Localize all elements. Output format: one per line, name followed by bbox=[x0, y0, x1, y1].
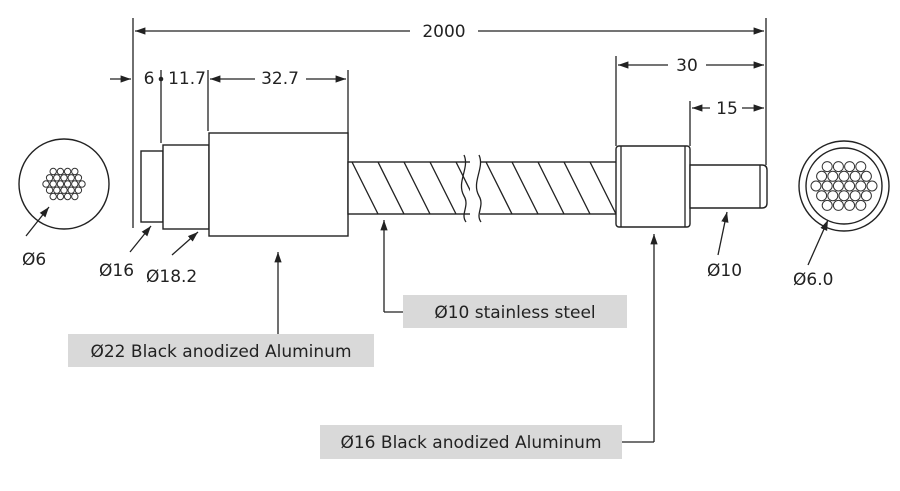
right-collar-material-text: Ø16 Black anodized Aluminum bbox=[340, 433, 601, 453]
fiber-strand bbox=[838, 170, 850, 182]
right-fiber-bundle bbox=[810, 161, 878, 211]
fiber-strand bbox=[74, 174, 83, 182]
fiber-strand bbox=[844, 180, 856, 192]
break-line-right bbox=[475, 154, 482, 223]
fiber-strand bbox=[45, 174, 54, 182]
fiber-strand bbox=[844, 161, 856, 173]
right-end-view: Ø6.0 bbox=[793, 140, 890, 290]
threaded-rod-left bbox=[347, 161, 473, 215]
right-bundle-diameter-text: Ø6.0 bbox=[793, 270, 833, 290]
fiber-strand bbox=[844, 199, 856, 211]
fiber-strand bbox=[71, 167, 79, 176]
fiber-strand bbox=[67, 174, 75, 182]
fiber-strand bbox=[63, 180, 72, 188]
fiber-strand bbox=[827, 190, 839, 202]
left-step-diameter-text: Ø16 bbox=[99, 261, 134, 281]
rod-material-text: Ø10 stainless steel bbox=[434, 303, 595, 323]
fiber-strand bbox=[56, 192, 65, 201]
fiber-strand bbox=[855, 180, 867, 192]
fiber-strand bbox=[56, 180, 65, 188]
right-segment-dimensions: 30 15 bbox=[615, 56, 764, 146]
fiber-strand bbox=[838, 190, 850, 202]
fiber-strand bbox=[816, 170, 828, 182]
fiber-strand bbox=[855, 161, 867, 173]
fiber-strand bbox=[821, 161, 833, 173]
rod-material-callout: Ø10 stainless steel bbox=[380, 220, 627, 328]
fiber-strand bbox=[810, 180, 822, 192]
right-collar-material-callout: Ø16 Black anodized Aluminum bbox=[320, 234, 658, 459]
fiber-strand bbox=[827, 170, 839, 182]
left-bundle-diameter-text: Ø6 bbox=[22, 250, 46, 270]
left-end-view: Ø6 bbox=[18, 138, 110, 270]
fiber-strand bbox=[849, 190, 861, 202]
left-collar-diameter-text: Ø18.2 bbox=[146, 267, 197, 287]
left-segment-dimensions: 6 11.7 32.7 bbox=[110, 69, 349, 160]
fiber-strand bbox=[60, 174, 68, 182]
fiber-strand bbox=[53, 186, 61, 194]
fiber-strand bbox=[71, 192, 79, 201]
fiber-strand bbox=[67, 186, 75, 194]
dimension-dot bbox=[158, 76, 164, 82]
right-tip-diameter-text: Ø10 bbox=[707, 261, 742, 281]
fiber-strand bbox=[53, 174, 61, 182]
fiber-strand bbox=[63, 167, 72, 176]
fiber-strand bbox=[866, 180, 878, 192]
fiber-strand bbox=[42, 180, 50, 188]
fiber-strand bbox=[49, 180, 57, 188]
segment-b-text: 11.7 bbox=[168, 69, 206, 89]
fiber-strand bbox=[71, 180, 79, 188]
overall-length-dimension: 2000 bbox=[132, 18, 767, 228]
fiber-strand bbox=[74, 186, 83, 194]
rod-material-box bbox=[403, 295, 627, 328]
fiber-strand bbox=[855, 199, 867, 211]
left-step-section bbox=[140, 150, 164, 223]
fiber-strand bbox=[821, 199, 833, 211]
segment-a-text: 6 bbox=[144, 69, 155, 89]
right-collar-length-text: 30 bbox=[676, 56, 698, 76]
left-collar-section bbox=[162, 144, 210, 230]
fiber-strand bbox=[832, 161, 844, 173]
fiber-strand bbox=[860, 170, 872, 182]
right-tip-length-text: 15 bbox=[716, 99, 738, 119]
fiber-strand bbox=[78, 180, 86, 188]
diameter-leaders: Ø16 Ø18.2 Ø10 bbox=[99, 211, 742, 287]
fiber-strand bbox=[49, 192, 57, 201]
left-body-material-box bbox=[68, 334, 374, 367]
fiber-strand bbox=[60, 186, 68, 194]
right-tip-section bbox=[689, 164, 768, 209]
fiber-strand bbox=[821, 180, 833, 192]
fiber-strand bbox=[860, 190, 872, 202]
fiber-strand bbox=[49, 167, 57, 176]
left-fiber-bundle bbox=[42, 167, 86, 201]
segment-c-text: 32.7 bbox=[261, 69, 299, 89]
right-collar-material-box bbox=[320, 425, 622, 459]
fiber-strand bbox=[816, 190, 828, 202]
rod-side-view bbox=[140, 132, 768, 237]
left-body-material-text: Ø22 Black anodized Aluminum bbox=[90, 342, 351, 362]
left-body-material-callout: Ø22 Black anodized Aluminum bbox=[68, 251, 374, 367]
overall-length-text: 2000 bbox=[422, 22, 465, 42]
break-line-left bbox=[460, 154, 467, 223]
left-body-section bbox=[208, 132, 349, 237]
fiber-strand bbox=[832, 180, 844, 192]
right-collar-section bbox=[615, 145, 691, 228]
fiber-strand bbox=[63, 192, 72, 201]
fiber-strand bbox=[45, 186, 54, 194]
fiber-strand bbox=[832, 199, 844, 211]
fiber-strand bbox=[56, 167, 65, 176]
fiber-strand bbox=[849, 170, 861, 182]
